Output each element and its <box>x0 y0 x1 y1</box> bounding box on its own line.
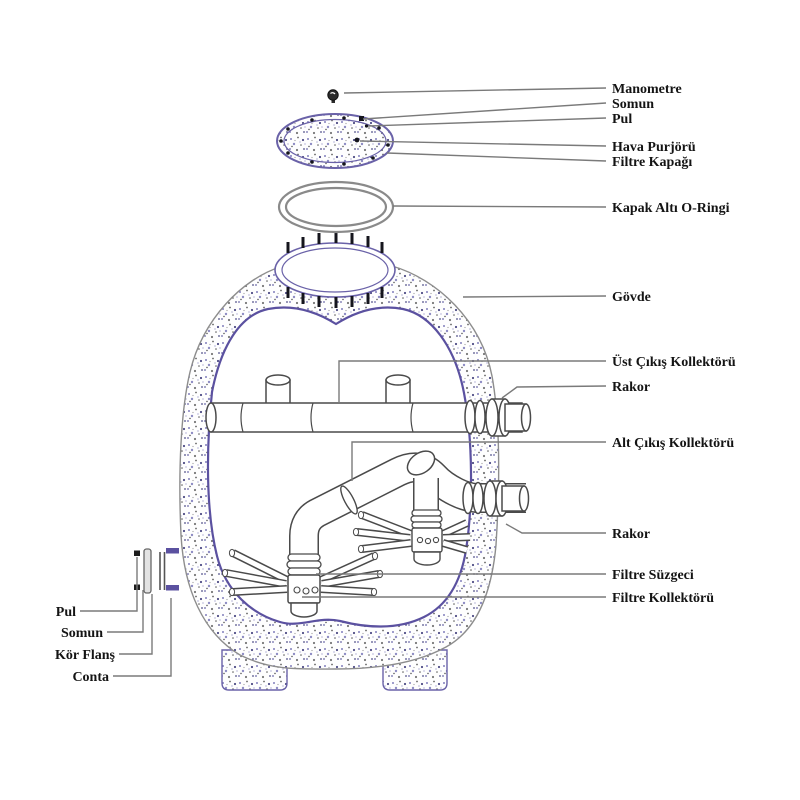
left-label-column: Pul Somun Kör Flanş Conta <box>55 605 116 685</box>
pipe-opening <box>406 450 436 476</box>
filter-hub-main-part <box>221 548 384 618</box>
flange-bolt-top <box>134 550 140 556</box>
label-somun-left: Somun <box>61 626 103 641</box>
blind-flange-plate <box>143 548 152 594</box>
tank-neck-flange <box>274 232 396 308</box>
lid-washer <box>364 124 369 128</box>
label-conta: Conta <box>72 670 109 685</box>
right-label-column: Manometre Somun Pul Hava Purjörü Filtre … <box>612 82 736 606</box>
blind-flange-part <box>134 548 179 594</box>
label-filtre-kapagi: Filtre Kapağı <box>612 155 692 170</box>
label-hava-purjoru: Hava Purjörü <box>612 140 696 155</box>
rakor-lower-part <box>462 480 530 517</box>
leader-lines <box>80 87 607 677</box>
label-filtre-kollektoru: Filtre Kollektörü <box>612 591 714 606</box>
hub1-arms <box>221 548 384 597</box>
hub2-arms <box>352 510 471 554</box>
filter-hub-secondary-part <box>352 478 471 566</box>
filter-lid-part <box>276 113 394 169</box>
label-ust-cikis-kollektoru: Üst Çıkış Kollektörü <box>612 353 736 370</box>
lid-bolt-dots <box>279 116 390 166</box>
label-pul-left: Pul <box>56 605 76 620</box>
label-kor-flans: Kör Flanş <box>55 648 116 663</box>
label-kapak-alti-o-ringi: Kapak Altı O-Ringi <box>612 201 730 216</box>
port-rim-top <box>166 548 179 554</box>
rakor-upper-part <box>464 398 532 437</box>
label-manometre: Manometre <box>612 82 682 97</box>
label-govde: Gövde <box>612 290 651 305</box>
label-somun-top: Somun <box>612 97 654 112</box>
neck-bolts <box>286 232 384 308</box>
port-rim-bottom <box>166 585 179 591</box>
manometer-part <box>327 89 339 103</box>
label-rakor-upper: Rakor <box>612 380 650 395</box>
label-filtre-suzgeci: Filtre Süzgeci <box>612 568 694 583</box>
label-rakor-lower: Rakor <box>612 527 650 542</box>
o-ring-part <box>277 180 395 234</box>
tank-body-part <box>179 265 500 670</box>
label-alt-cikis-kollektoru: Alt Çıkış Kollektörü <box>612 436 734 451</box>
air-relief-valve <box>354 137 360 143</box>
lid-nut <box>359 116 364 121</box>
label-pul-top: Pul <box>612 112 632 127</box>
